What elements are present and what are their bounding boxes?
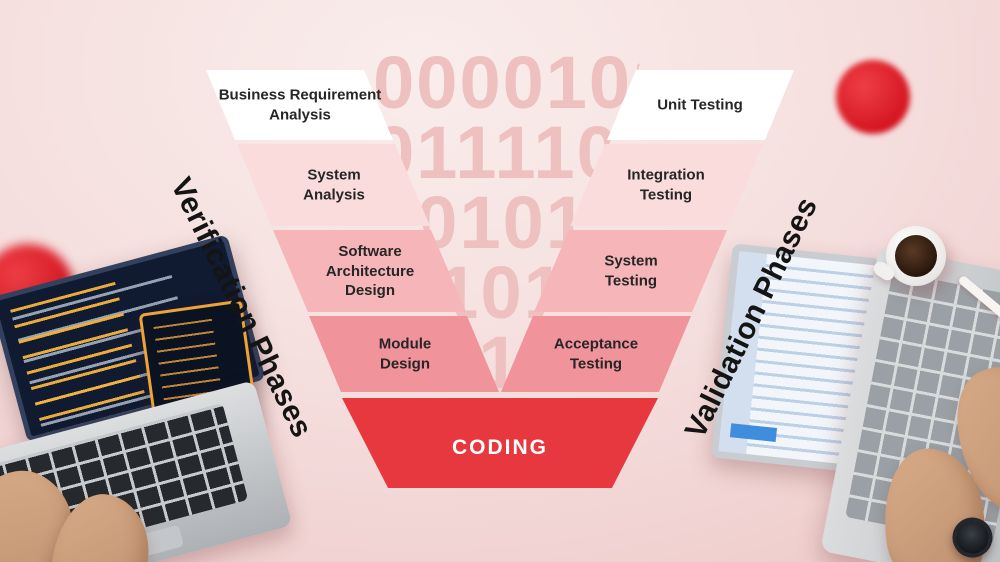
decor-red-dot-right <box>836 60 910 134</box>
band-acceptance-testing <box>501 316 691 392</box>
band-business-requirement-analysis <box>206 70 393 140</box>
binary-row: 1000010101 <box>330 48 646 124</box>
band-integration-testing <box>570 144 763 226</box>
phase-label-module-design: Module Design <box>378 335 432 373</box>
band-coding <box>342 398 658 488</box>
band-system-testing <box>534 230 727 312</box>
band-system-analysis <box>237 144 430 226</box>
phase-label-system-analysis: System Analysis <box>303 166 365 204</box>
phase-label-integration-testing: Integration Testing <box>627 166 705 204</box>
coffee-cup <box>870 226 946 286</box>
phase-label-system-testing: System Testing <box>604 252 658 290</box>
phase-label-coding: CODING <box>452 436 548 459</box>
phase-label-software-architecture-design: Software Architecture Design <box>325 242 415 299</box>
band-unit-testing <box>607 70 794 140</box>
phase-label-acceptance-testing: Acceptance Testing <box>553 335 639 373</box>
band-software-architecture-design <box>273 230 466 312</box>
phase-label-business-requirement-analysis: Business Requirement Analysis <box>218 86 382 124</box>
band-module-design <box>309 316 499 392</box>
coffee-liquid <box>895 235 937 277</box>
phase-label-unit-testing: Unit Testing <box>657 96 743 114</box>
